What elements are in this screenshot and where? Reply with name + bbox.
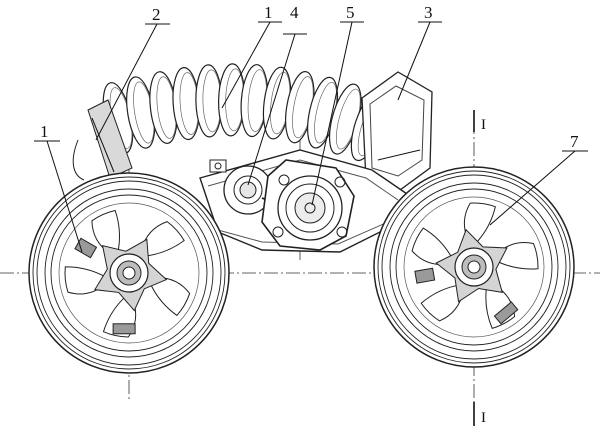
leader-lines [34, 21, 588, 426]
callout-7: 7 [570, 132, 579, 151]
callout-1-left: 1 [40, 122, 49, 141]
callout-1-top: 1 [264, 3, 273, 22]
callout-2: 2 [152, 5, 161, 24]
right-wheel [373, 166, 575, 368]
callout-3: 3 [424, 3, 433, 22]
spring-seat-left [72, 99, 133, 181]
section-mark-top: I [481, 117, 486, 133]
callout-4: 4 [290, 3, 299, 22]
bearing-block [261, 159, 355, 251]
callout-5: 5 [346, 3, 355, 22]
coil-spring [102, 63, 386, 162]
left-wheel [28, 172, 230, 374]
section-mark-bottom: I [481, 410, 486, 426]
